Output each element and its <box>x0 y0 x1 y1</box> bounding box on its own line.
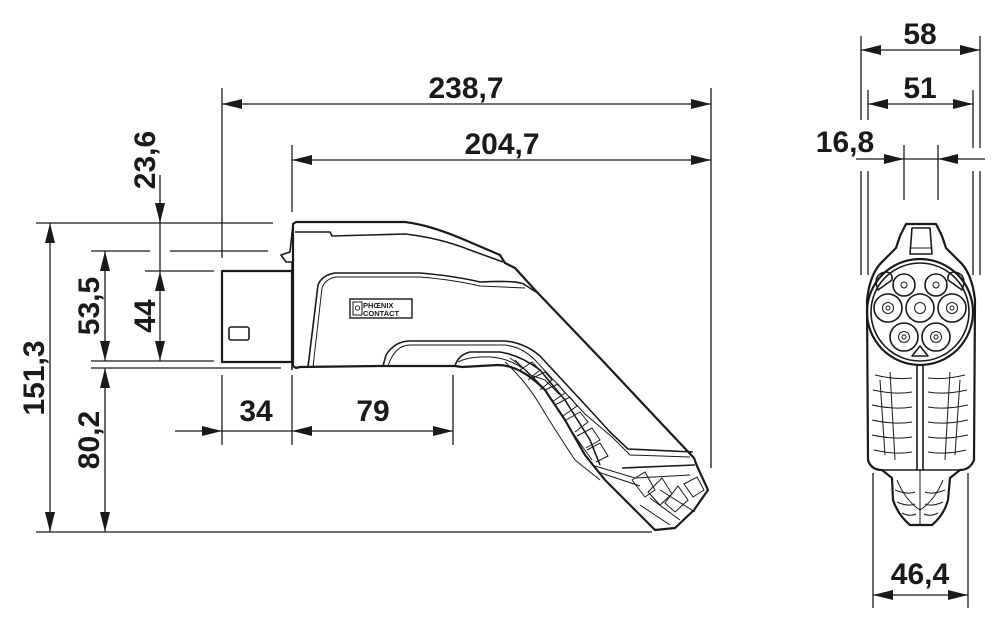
grip-ribs-front <box>871 365 969 525</box>
dim-top-offset: 23,6 <box>129 131 162 189</box>
dim-inner-width: 51 <box>903 72 936 105</box>
dim-overall-length: 238,7 <box>428 72 503 105</box>
dim-body-length: 204,7 <box>464 128 539 161</box>
cable-strain-relief <box>621 464 705 526</box>
dim-front-length: 34 <box>239 395 273 428</box>
dim-grip-width: 46,4 <box>891 558 950 591</box>
dim-center-width: 16,8 <box>816 126 874 159</box>
latch-window <box>228 326 250 341</box>
dim-housing-height: 53,5 <box>73 277 106 335</box>
dim-contact-height: 44 <box>129 299 162 333</box>
dim-outer-width: 58 <box>903 18 936 51</box>
dim-grip-height: 80,2 <box>73 411 106 469</box>
grip-ribs <box>504 357 691 487</box>
logo-line2: CONTACT <box>363 309 400 318</box>
side-view-dimensions: 238,7 204,7 23,6 44 151,3 53,5 80,2 34 7… <box>18 72 712 533</box>
front-view-dimensions: 58 51 16,8 46,4 <box>816 18 985 608</box>
contact-pins <box>873 271 967 357</box>
logo-line1: PHŒNIX <box>363 301 393 310</box>
dim-overall-height: 151,3 <box>18 340 51 415</box>
dim-grip-offset: 79 <box>356 395 389 428</box>
plug-front-view <box>865 222 977 527</box>
phoenix-contact-logo: PHŒNIX CONTACT <box>349 298 413 319</box>
plug-side-view: PHŒNIX CONTACT <box>220 220 710 532</box>
